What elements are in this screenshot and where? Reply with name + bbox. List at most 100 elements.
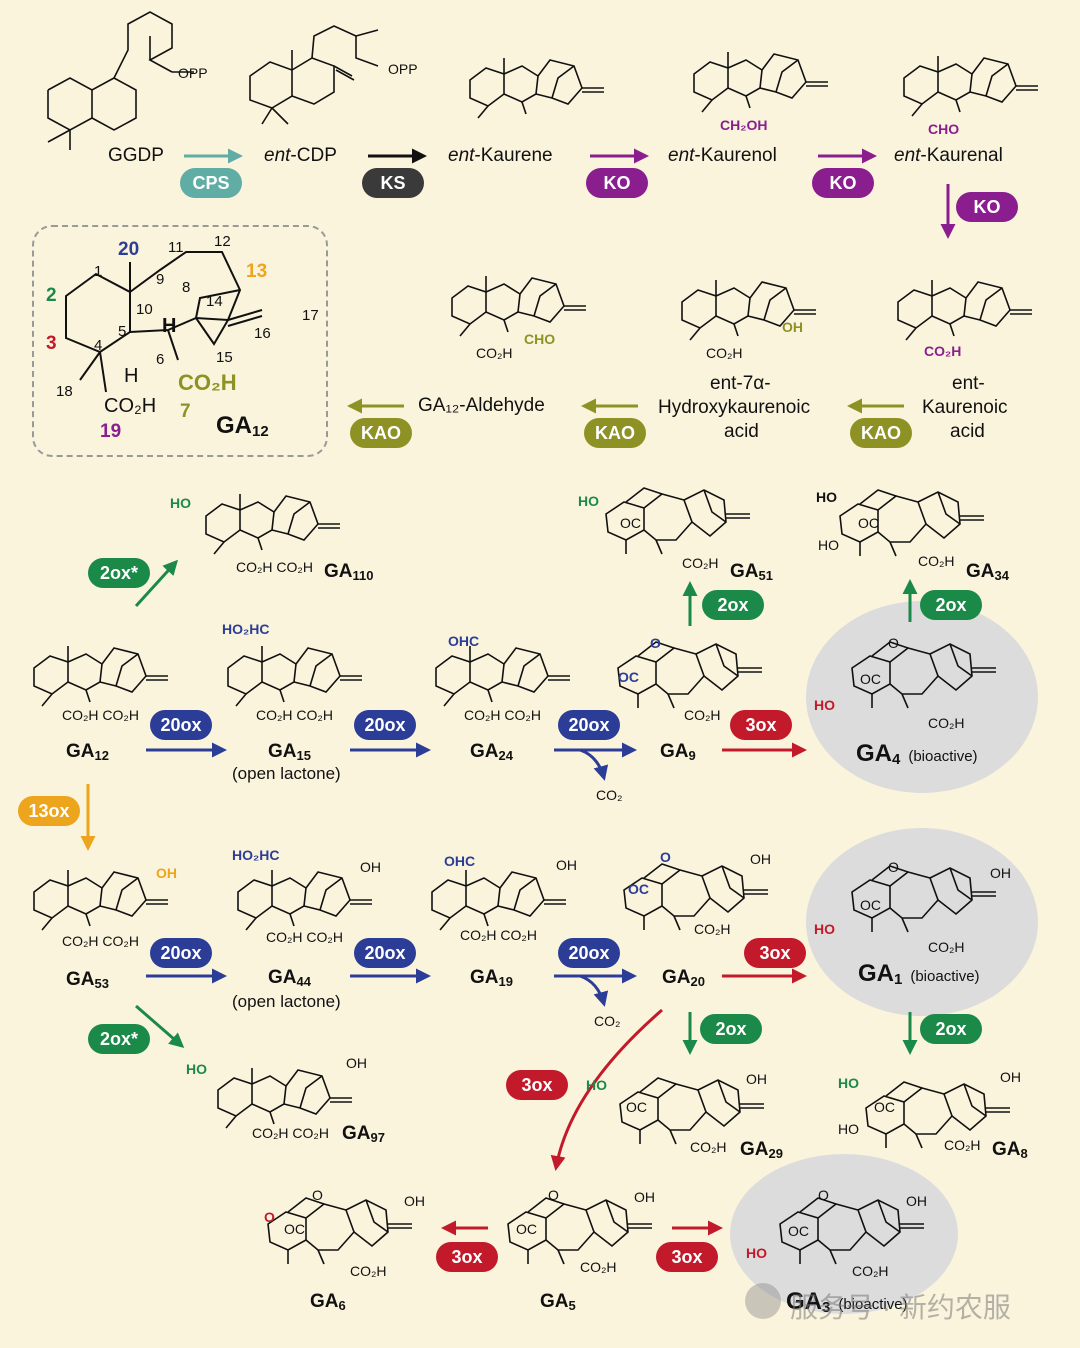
ga110-label: GA110 xyxy=(324,561,374,583)
ga53-co2h: CO₂H CO₂H xyxy=(62,933,139,949)
ga44-label: GA44 xyxy=(268,967,311,989)
20ox-badge-5: 20ox xyxy=(354,938,416,968)
ko-enzyme-badge-3: KO xyxy=(956,192,1018,222)
ent-kaurene-structure xyxy=(469,57,605,119)
ga15-structure xyxy=(227,645,363,707)
20ox-badge-6: 20ox xyxy=(558,938,620,968)
ga20-oc: OC xyxy=(628,881,649,897)
kaurenoic-co2h: CO₂H xyxy=(924,343,962,359)
ga97-co2h: CO₂H CO₂H xyxy=(252,1125,329,1141)
ga51-ho: HO xyxy=(578,493,599,509)
ga53-label: GA53 xyxy=(66,969,109,991)
ent-cdp-label: ent-CDP xyxy=(264,145,337,166)
c6-number: 6 xyxy=(156,351,165,368)
ga8-structure xyxy=(865,1081,1011,1149)
ga5-co2h: CO₂H xyxy=(580,1259,617,1275)
2ox-star-badge-2: 2ox* xyxy=(88,1024,150,1054)
ga12-aldehyde-structure xyxy=(451,275,587,337)
ga53-structure xyxy=(33,869,169,931)
ga3-o: O xyxy=(818,1187,829,1203)
ga5-oh: OH xyxy=(634,1189,655,1205)
ga8-label: GA8 xyxy=(992,1139,1028,1161)
ga97-oh: OH xyxy=(346,1055,367,1071)
ga1-label: GA1(bioactive) xyxy=(858,960,980,988)
ga97-structure xyxy=(217,1067,353,1129)
cps-enzyme-badge: CPS xyxy=(180,168,242,198)
ga29-oc: OC xyxy=(626,1099,647,1115)
ga9-o: O xyxy=(650,635,661,651)
c7-co2h: CO₂H xyxy=(178,370,237,395)
hydroxy-co2h: CO₂H xyxy=(706,345,743,361)
h-label-8: H xyxy=(162,315,177,337)
ga9-structure xyxy=(617,641,763,709)
ga24-co2h: CO₂H CO₂H xyxy=(464,707,541,723)
ga53-oh: OH xyxy=(156,865,177,881)
20ox-badge-2: 20ox xyxy=(354,710,416,740)
ga4-oc: OC xyxy=(860,671,881,687)
ga15-ho2hc: HO₂HC xyxy=(222,621,270,637)
hydroxy-label-2: Hydroxykaurenoic xyxy=(658,397,811,418)
ga6-label: GA6 xyxy=(310,1291,346,1313)
ggdp-opp: OPP xyxy=(178,65,208,81)
ga29-co2h: CO₂H xyxy=(690,1139,727,1155)
ga3-oh: OH xyxy=(906,1193,927,1209)
13ox-badge: 13ox xyxy=(18,796,80,826)
ga4-ho: HO xyxy=(814,697,835,713)
ga97-ho: HO xyxy=(186,1061,207,1077)
kao-enzyme-badge-1: KAO xyxy=(850,418,912,448)
hydroxy-label-3: acid xyxy=(724,421,759,442)
ga12-aldehyde-cho: CHO xyxy=(524,331,556,347)
ent-kaurene-label: ent-Kaurene xyxy=(448,145,553,166)
ga9-label: GA9 xyxy=(660,741,696,763)
ga29-label: GA29 xyxy=(740,1139,783,1161)
ga6-o: O xyxy=(312,1187,323,1203)
c17-number: 17 xyxy=(302,307,319,324)
ko-enzyme-badge-1: KO xyxy=(586,168,648,198)
arrow-co2-1 xyxy=(579,748,609,781)
3ox-badge-ga5: 3ox xyxy=(506,1070,568,1100)
kaurenoic-label-2: Kaurenoic xyxy=(922,397,1008,418)
watermark-text: 服务号 · 新约农服 xyxy=(790,1292,1011,1323)
ga44-co2h: CO₂H CO₂H xyxy=(266,929,343,945)
ga8-ho-2: HO xyxy=(838,1121,859,1137)
kaurenol-ch2oh: CH₂OH xyxy=(720,117,768,133)
ga29-oh: OH xyxy=(746,1071,767,1087)
ga12-co2h: CO₂H CO₂H xyxy=(62,707,139,723)
ga5-oc: OC xyxy=(516,1221,537,1237)
ga24-structure xyxy=(435,645,571,707)
ga4-co2h: CO₂H xyxy=(928,715,965,731)
ga12-label: GA12 xyxy=(66,741,109,763)
ent-kaurenol-label: ent-Kaurenol xyxy=(668,145,777,166)
arrow-2ox-ga110 xyxy=(134,559,179,608)
kao-enzyme-badge-2: KAO xyxy=(584,418,646,448)
kaurenal-cho: CHO xyxy=(928,121,960,137)
ga110-ho: HO xyxy=(170,495,191,511)
c4-number: 4 xyxy=(94,337,103,354)
ga34-label: GA34 xyxy=(966,561,1009,583)
ga44-ho2hc: HO₂HC xyxy=(232,847,280,863)
co2-label-2: CO₂ xyxy=(594,1013,621,1029)
2ox-badge-ga29: 2ox xyxy=(700,1014,762,1044)
ga8-co2h: CO₂H xyxy=(944,1137,981,1153)
c2-number: 2 xyxy=(46,285,57,306)
ga12-reference-box xyxy=(32,225,328,457)
ga20-o: O xyxy=(660,849,671,865)
ga15-label: GA15 xyxy=(268,741,311,763)
ga8-oc: OC xyxy=(874,1099,895,1115)
arrow-3ox-ga5 xyxy=(550,1008,663,1171)
3ox-badge-ga6: 3ox xyxy=(436,1242,498,1272)
ga20-label: GA20 xyxy=(662,967,705,989)
ent-kaurenol-structure xyxy=(693,51,829,113)
c19-co2h: CO₂H xyxy=(104,395,157,417)
ga9-oc: OC xyxy=(618,669,639,685)
arrow-2ox-ga97 xyxy=(135,1004,185,1048)
ga24-label: GA24 xyxy=(470,741,513,763)
cdp-opp: OPP xyxy=(388,61,418,77)
h-label-5: H xyxy=(124,365,139,387)
c13-number: 13 xyxy=(246,261,268,282)
2ox-badge-ga51: 2ox xyxy=(702,590,764,620)
ga51-co2h: CO₂H xyxy=(682,555,719,571)
ga24-ohc: OHC xyxy=(448,633,480,649)
c7-number: 7 xyxy=(180,401,191,422)
ga3-label: GA3(bioactive) xyxy=(786,1288,908,1316)
